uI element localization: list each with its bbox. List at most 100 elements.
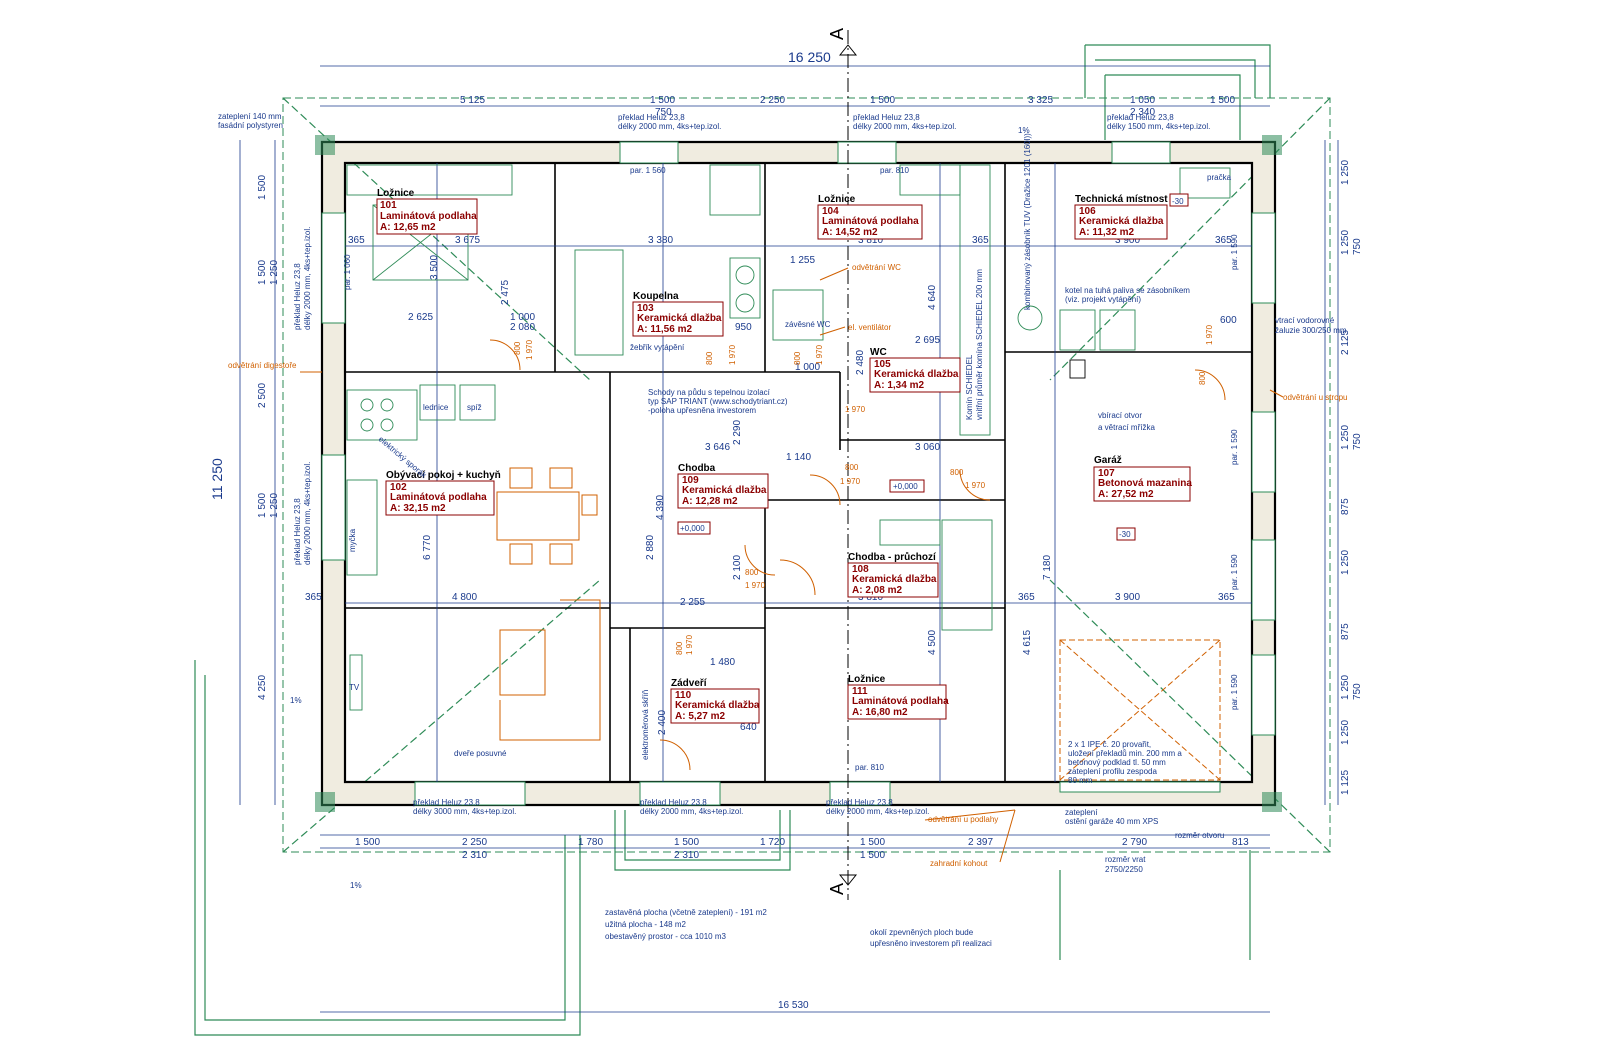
inner-dim: 1 000	[795, 362, 820, 373]
room-area: A: 14,52 m2	[822, 227, 878, 238]
dimension-lines	[239, 65, 1339, 1013]
note-gate: rozměr otvoru	[1175, 831, 1224, 840]
left-dim: 1 250	[269, 260, 280, 285]
note-stairs: Schody na půdu s tepelnou izolací	[648, 388, 771, 397]
room-floor: Laminátová podlaha	[380, 211, 477, 222]
bottom-dim: 2 790	[1122, 837, 1147, 848]
room-108: Chodba - průchozí 108 Keramická dlažba A…	[847, 551, 939, 598]
room-102: Obývací pokoj + kuchyň 102 Laminátová po…	[385, 470, 501, 516]
room-number: 109	[682, 475, 699, 486]
right-dim: 1 250	[1340, 550, 1351, 575]
room-area: A: 27,52 m2	[1098, 489, 1154, 500]
room-floor: Keramická dlažba	[637, 313, 722, 324]
corner-mark	[315, 792, 335, 812]
note-lintel: překlad Heluz 23,8	[1107, 113, 1174, 122]
room-number: 104	[822, 206, 839, 217]
top-dim: 1 050	[1130, 95, 1155, 106]
room-name: Ložnice	[848, 674, 886, 685]
svg-text:1 970: 1 970	[965, 481, 986, 490]
roof-ridge	[1049, 97, 1331, 381]
room-name: Garáž	[1094, 455, 1122, 466]
note-wc-vent: odvětrání WC	[852, 263, 901, 272]
windows	[321, 141, 1276, 806]
room-name: Chodba	[678, 463, 716, 474]
note-garage-beam: zateplení profilu zespoda	[1068, 767, 1158, 776]
bottom-dim: 1 500	[860, 837, 885, 848]
svg-text:800: 800	[950, 468, 964, 477]
inner-dim: 2 480	[855, 350, 866, 375]
note-lintel: délky 2000 mm, 4ks+tep.izol.	[826, 807, 929, 816]
door-dims: 800 1 970 800 1 970 800 1 970 800 1 970 …	[513, 324, 1214, 655]
top-dim: 1 500	[870, 95, 895, 106]
bottom-dim: 2 397	[968, 837, 993, 848]
svg-text:1 970: 1 970	[728, 344, 737, 365]
bottom-dim2: 2 310	[674, 850, 699, 861]
note-parapet: par. 810	[855, 763, 884, 772]
note-electro: elektroměrová skříň	[641, 690, 650, 760]
right-dim: 750	[1352, 238, 1363, 255]
room-number: 105	[874, 359, 891, 370]
note-lintel: překlad Heluz 23,8	[640, 798, 707, 807]
left-dim: 1 500	[257, 260, 268, 285]
summary-built: zastavěná plocha (včetně zateplení) - 19…	[605, 908, 767, 917]
room-number: 107	[1098, 468, 1115, 479]
terrace-outline	[204, 675, 566, 1021]
elevation: +0,000	[893, 482, 918, 491]
room-floor: Keramická dlažba	[852, 574, 937, 585]
fixtures	[346, 164, 1231, 711]
note-lintel: překlad Heluz 23,8	[293, 498, 302, 565]
inner-dim: 2 290	[732, 420, 743, 445]
room-name: WC	[870, 347, 887, 358]
summary-paving: upřesněno investorem při realizaci	[870, 939, 992, 948]
bottom-dim: 813	[1232, 837, 1249, 848]
svg-text:1 970: 1 970	[845, 405, 866, 414]
corner-mark	[315, 135, 335, 155]
note-ceiling-vent: odvětrání u stropu	[1283, 393, 1347, 402]
bottom-dim: 1 500	[674, 837, 699, 848]
right-dim: 875	[1340, 498, 1351, 515]
room-number: 108	[852, 564, 869, 575]
right-dim: 1 250	[1340, 160, 1351, 185]
room-area: A: 12,65 m2	[380, 222, 436, 233]
top-dim: 1 500	[650, 95, 675, 106]
note-fridge: lednice	[423, 403, 449, 412]
room-name: Ložnice	[818, 194, 856, 205]
note-sliding: dveře posuvné	[454, 749, 507, 758]
inner-dim: 365	[1218, 592, 1235, 603]
note-garden-tap: zahradní kohout	[930, 859, 988, 868]
svg-text:1 970: 1 970	[685, 634, 694, 655]
room-number: 103	[637, 303, 654, 314]
porch-outline	[1085, 44, 1271, 98]
note-blinds: vtrací vodorovné	[1275, 316, 1335, 325]
room-area: A: 5,27 m2	[675, 711, 725, 722]
note-lintel: délky 2000 mm, 4ks+tep.izol.	[303, 227, 312, 330]
inner-dim: 1 255	[790, 255, 815, 266]
inner-dim: 4 390	[655, 495, 666, 520]
note-parapet: par. 1 590	[1230, 554, 1239, 590]
note-stairs: typ SAP TRIANT (www.schodytriant.cz)	[648, 397, 788, 406]
right-dim: 750	[1352, 683, 1363, 700]
inner-dim: 3 900	[1115, 235, 1140, 246]
bottom-dim: 2 250	[462, 837, 487, 848]
left-dim: 1 250	[269, 493, 280, 518]
note-insulation: zateplení 140 mm	[218, 112, 282, 121]
inner-dim: 600	[1220, 315, 1237, 326]
step-outline	[614, 810, 791, 871]
room-floor: Keramická dlažba	[682, 485, 767, 496]
note-chimney: Komín SCHIEDEL	[965, 354, 974, 420]
room-area: A: 1,34 m2	[874, 380, 924, 391]
note-wall-wc: závěsné WC	[785, 320, 831, 329]
room-105: WC 105 Keramická dlažba A: 1,34 m2	[869, 347, 961, 393]
svg-text:800: 800	[845, 463, 859, 472]
porch-outline	[1105, 74, 1241, 140]
note-garage-insulation: zateplení	[1065, 808, 1098, 817]
note-gate: rozměr vrat	[1105, 855, 1146, 864]
roof-ridge	[282, 97, 591, 381]
note-parapet: par. 1 590	[1230, 674, 1239, 710]
room-floor: Laminátová podlaha	[390, 492, 487, 503]
inner-dim: 2 255	[680, 597, 705, 608]
note-lintel: délky 2000 mm, 4ks+tep.izol.	[640, 807, 743, 816]
room-number: 110	[675, 690, 692, 701]
right-dim: 2 125	[1340, 330, 1351, 355]
left-dim: 1 500	[257, 493, 268, 518]
